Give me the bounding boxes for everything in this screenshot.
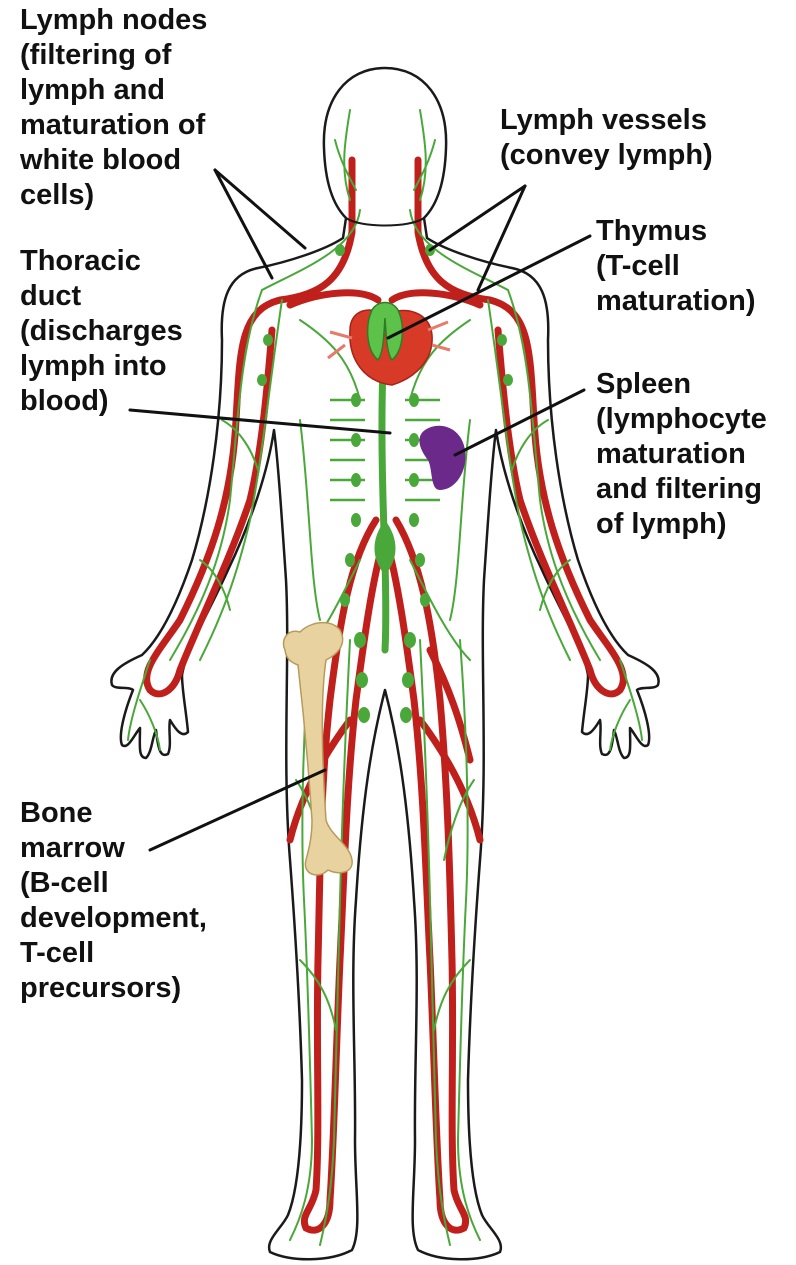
leader-lymph-nodes-2 bbox=[215, 170, 272, 278]
label-line: Thymus bbox=[596, 214, 756, 249]
label-line: white blood bbox=[20, 143, 207, 178]
label-line: maturation) bbox=[596, 284, 756, 319]
label-spleen: Spleen (lymphocyte maturation and filter… bbox=[596, 367, 767, 542]
label-line: (convey lymph) bbox=[500, 138, 713, 173]
label-lymph-vessels: Lymph vessels (convey lymph) bbox=[500, 103, 713, 173]
label-line: lymph into bbox=[20, 349, 183, 384]
label-line: Thoracic bbox=[20, 244, 183, 279]
label-line: maturation bbox=[596, 437, 767, 472]
label-line: cells) bbox=[20, 178, 207, 213]
label-line: Spleen bbox=[596, 367, 767, 402]
label-line: T-cell bbox=[20, 936, 207, 971]
label-line: (T-cell bbox=[596, 249, 756, 284]
label-line: and filtering bbox=[596, 472, 767, 507]
label-line: (filtering of bbox=[20, 38, 207, 73]
label-line: Bone bbox=[20, 796, 207, 831]
label-thymus: Thymus (T-cell maturation) bbox=[596, 214, 756, 319]
label-thoracic-duct: Thoracic duct (discharges lymph into blo… bbox=[20, 244, 183, 419]
body-outline bbox=[111, 68, 658, 1259]
label-line: Lymph vessels bbox=[500, 103, 713, 138]
label-line: (lymphocyte bbox=[596, 402, 767, 437]
label-line: lymph and bbox=[20, 73, 207, 108]
label-lymph-nodes: Lymph nodes (filtering of lymph and matu… bbox=[20, 3, 207, 213]
label-line: precursors) bbox=[20, 971, 207, 1006]
label-line: blood) bbox=[20, 384, 183, 419]
label-line: maturation of bbox=[20, 108, 207, 143]
label-line: Lymph nodes bbox=[20, 3, 207, 38]
label-line: (B-cell bbox=[20, 866, 207, 901]
leader-lymph-nodes-1 bbox=[215, 170, 305, 248]
label-line: (discharges bbox=[20, 314, 183, 349]
label-bone-marrow: Bone marrow (B-cell development, T-cell … bbox=[20, 796, 207, 1006]
label-line: development, bbox=[20, 901, 207, 936]
label-line: duct bbox=[20, 279, 183, 314]
label-line: marrow bbox=[20, 831, 207, 866]
label-line: of lymph) bbox=[596, 507, 767, 542]
